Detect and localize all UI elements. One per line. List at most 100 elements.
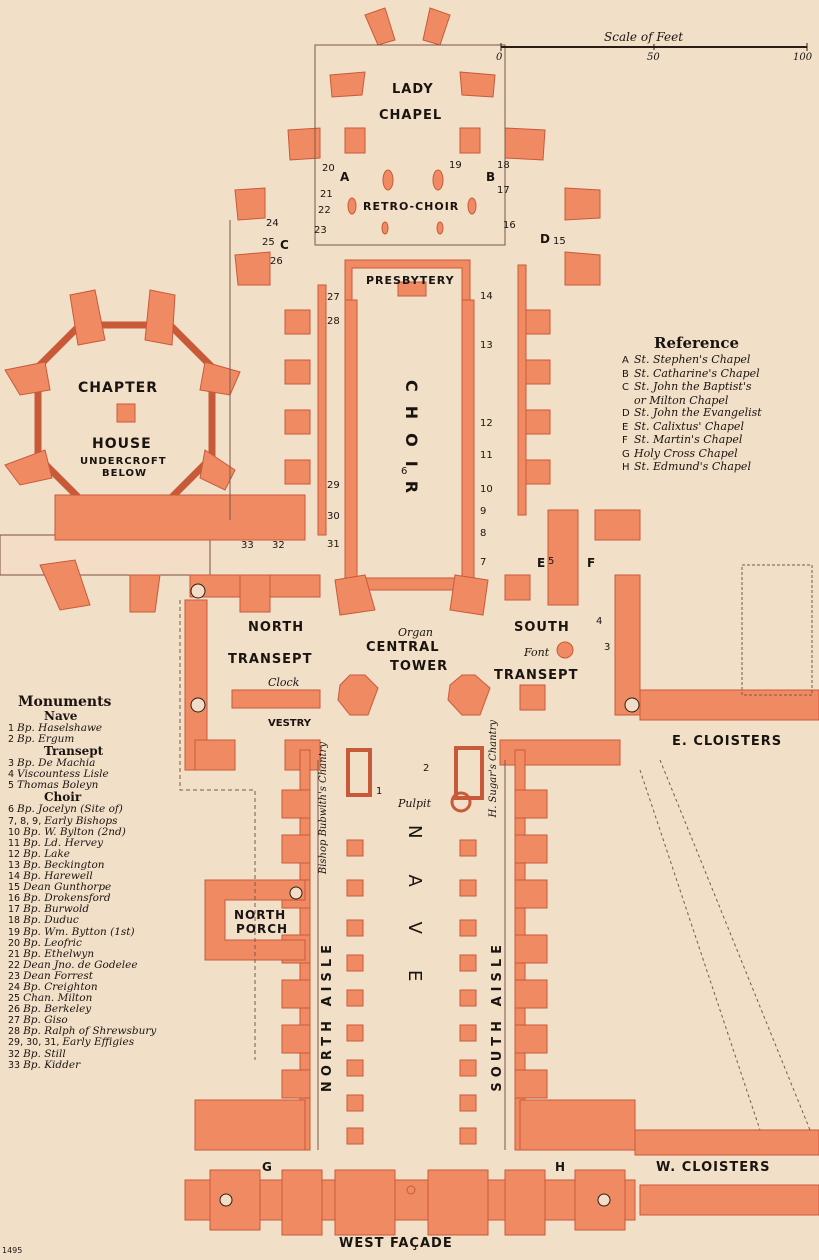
- label-south-aisle: SOUTH AISLE: [490, 940, 505, 1092]
- num-27: 27: [327, 292, 340, 303]
- nave-piers-north: [346, 839, 364, 1145]
- label-font: Font: [524, 646, 550, 659]
- num-5: 5: [548, 556, 555, 567]
- font-basin: [556, 641, 574, 659]
- buttress: [234, 251, 271, 286]
- label-retro-choir: RETRO-CHOIR: [363, 200, 460, 213]
- choir-north-aisle-wall: [317, 284, 327, 536]
- label-south-transept-1: SOUTH: [514, 620, 570, 635]
- letter-h: H: [555, 1160, 567, 1174]
- chapter-buttress: [69, 289, 106, 346]
- num-22: 22: [318, 205, 331, 216]
- letter-d: D: [540, 232, 551, 246]
- num-31: 31: [327, 539, 340, 550]
- monument-key: 4: [8, 769, 15, 781]
- reference-key: D: [622, 408, 630, 419]
- buttress: [364, 7, 396, 46]
- choir-wall-south: [461, 299, 475, 591]
- buttress: [422, 7, 451, 46]
- letter-a: A: [340, 170, 351, 184]
- label-north-transept-2: TRANSEPT: [228, 652, 313, 667]
- chapter-stair: [0, 534, 211, 576]
- monument-key: 11: [8, 837, 21, 849]
- w-cloister-range: [639, 1184, 819, 1216]
- tower-pier: [337, 674, 379, 716]
- reference-key: G: [622, 448, 630, 460]
- monument-text: Bp. W. Bylton (2nd): [23, 825, 126, 838]
- buttress: [344, 127, 366, 154]
- monument-key: 18: [8, 915, 21, 927]
- label-lady-chapel-1: LADY: [392, 82, 434, 97]
- monument-key: 24: [8, 981, 21, 993]
- north-porch-wall: [204, 879, 306, 961]
- north-transept-walls: [39, 559, 321, 771]
- pier: [467, 197, 477, 215]
- cloister-path: [659, 759, 811, 1131]
- num-18: 18: [497, 160, 510, 171]
- presbytery-screen: [397, 281, 427, 297]
- label-central-tower-2: TOWER: [390, 659, 449, 674]
- buttress: [459, 127, 481, 154]
- cloister-garth: [741, 564, 813, 696]
- monument-key: 20: [8, 937, 21, 949]
- monument-key: 21: [8, 948, 21, 960]
- num-8: 8: [480, 528, 487, 539]
- reference-text: St. John the Evangelist: [634, 406, 762, 419]
- monument-text: Bp. Leofric: [23, 936, 82, 949]
- monument-key: 26: [8, 1004, 21, 1016]
- chapter-buttress: [144, 289, 176, 346]
- monument-text: Chan. Milton: [23, 992, 93, 1005]
- monument-text: Bp. Ralph of Shrewsbury: [23, 1025, 157, 1038]
- label-west-facade: WEST FAÇADE: [339, 1236, 453, 1251]
- monument-text: Bp. Ergum: [17, 733, 75, 746]
- label-e-cloisters: E. CLOISTERS: [672, 734, 783, 749]
- monument-key: 6: [8, 804, 15, 816]
- reference-item: or Milton Chapel: [622, 393, 812, 408]
- monument-key: 1: [8, 723, 15, 734]
- monument-key: 27: [8, 1015, 21, 1027]
- reference-text: Holy Cross Chapel: [634, 446, 738, 460]
- reference-text: St. John the Baptist's: [634, 380, 752, 393]
- monument-text: Bp. Ld. Hervey: [23, 836, 104, 849]
- pulpit: [450, 791, 472, 813]
- pier: [381, 221, 389, 235]
- w-cloister-wall: [634, 1129, 819, 1156]
- west-door: [406, 1185, 416, 1195]
- num-1: 1: [376, 786, 383, 797]
- num-28: 28: [327, 316, 340, 327]
- monument-text: Dean Forrest: [23, 969, 93, 982]
- buttress: [329, 71, 366, 98]
- monument-text: Viscountess Lisle: [17, 768, 109, 781]
- tower-pier: [447, 674, 491, 716]
- label-presbytery: PRESBYTERY: [366, 274, 455, 287]
- monument-text: Bp. Kidder: [23, 1058, 81, 1071]
- reference-text: or Milton Chapel: [634, 393, 729, 407]
- south-transept-walls: [499, 509, 641, 766]
- label-organ: Organ: [398, 626, 433, 639]
- scale-tick-0: 0: [496, 52, 503, 63]
- pier: [347, 197, 357, 215]
- label-chapter-house-2: HOUSE: [92, 436, 152, 452]
- num-30: 30: [327, 511, 340, 522]
- monument-key: 22: [8, 959, 21, 971]
- scale-tick-100: 100: [793, 52, 813, 63]
- monument-text: Bp. Giso: [23, 1014, 68, 1027]
- num-33: 33: [241, 540, 254, 551]
- monument-text: Bp. Berkeley: [23, 1003, 92, 1016]
- num-12: 12: [480, 418, 493, 429]
- boundary-line: [179, 600, 256, 1060]
- chapter-pier: [116, 403, 136, 423]
